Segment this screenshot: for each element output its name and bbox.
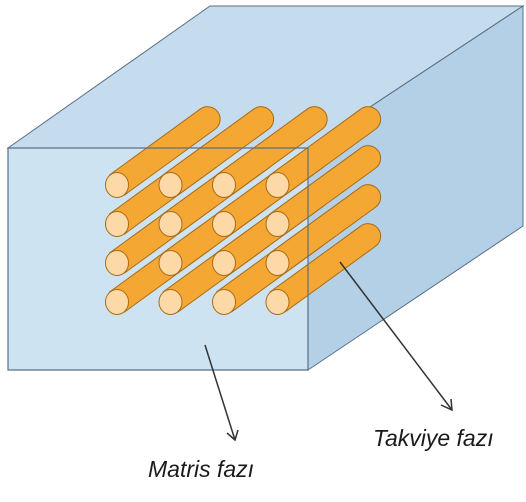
fiber-end — [158, 289, 183, 315]
fiber-end — [158, 211, 183, 237]
fiber-end — [105, 172, 129, 198]
fiber-end — [265, 289, 290, 315]
fiber-body — [162, 106, 275, 196]
fiber-body — [215, 106, 328, 196]
fiber-array — [105, 106, 382, 315]
fiber-body — [269, 184, 382, 274]
fiber — [212, 106, 328, 198]
fiber — [265, 145, 382, 237]
fiber-end — [105, 289, 129, 315]
reinforcement-arrow-shaft — [339, 261, 453, 411]
fiber — [158, 106, 275, 198]
fiber-body — [269, 223, 382, 313]
fiber — [265, 184, 382, 276]
reinforcement-arrow-head — [440, 398, 453, 412]
fiber-end — [212, 211, 236, 237]
fiber-body — [108, 106, 221, 196]
block-front-edges — [7, 147, 309, 371]
fiber — [265, 223, 382, 315]
fiber — [105, 106, 221, 198]
fiber-end — [265, 172, 290, 198]
fiber-body — [269, 145, 382, 235]
fiber-end — [158, 250, 183, 276]
fiber-end — [158, 172, 183, 198]
fiber — [265, 106, 382, 198]
fiber-end — [265, 211, 290, 237]
fiber-body — [269, 106, 382, 196]
fiber-end — [105, 250, 129, 276]
matrix-arrow-shaft — [204, 344, 236, 441]
reinforcement-phase-label: Takviye fazı — [373, 425, 494, 451]
fiber-end — [105, 211, 129, 237]
matrix-phase-label: Matris fazı — [148, 456, 254, 482]
matrix-arrow — [204, 344, 239, 442]
matrix-arrow-head — [226, 429, 239, 442]
fiber-end — [212, 289, 236, 315]
fiber-end — [212, 172, 236, 198]
fiber-end — [265, 250, 290, 276]
fiber-end — [212, 250, 236, 276]
block-front-face — [7, 147, 309, 371]
reinforcement-arrow — [339, 261, 453, 412]
